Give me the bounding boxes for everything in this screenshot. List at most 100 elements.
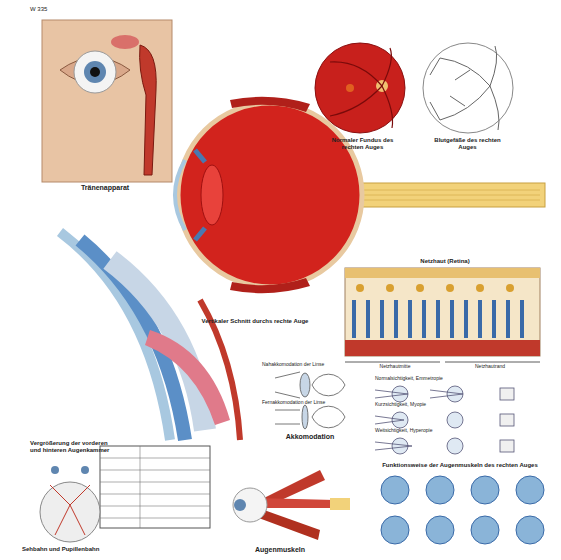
- eye-icon: [426, 476, 454, 504]
- eye-icon: [447, 438, 463, 454]
- rod: [520, 300, 524, 338]
- nerve-fibres: [360, 190, 540, 200]
- fundus: [315, 43, 405, 133]
- eye-icon: [471, 516, 499, 544]
- eye-muscle-bottom: [230, 278, 310, 293]
- optic-nerve: [330, 498, 350, 510]
- part-label: Sehbahn und Pupillenbahn: [22, 546, 132, 553]
- part-label: Tränenapparat: [60, 184, 150, 192]
- lacrimal-duct: [140, 45, 157, 175]
- vessel-outline: [423, 43, 513, 133]
- part-label: Kurzsichtigkeit, Myopie: [375, 402, 525, 408]
- nerve-fibre-layer: [345, 268, 540, 278]
- eye-icon: [516, 476, 544, 504]
- brain-outline: [40, 482, 100, 542]
- anterior-chamber: [60, 232, 240, 440]
- retina-layers: [345, 268, 540, 362]
- cell: [416, 284, 424, 292]
- eye-icon: [516, 516, 544, 544]
- rod: [394, 300, 398, 338]
- part-label: Normalsichtigkeit, Emmetropie: [375, 376, 525, 382]
- eye-icon: [381, 516, 409, 544]
- macula: [346, 84, 354, 92]
- rod: [506, 300, 510, 338]
- retina-block: [345, 268, 540, 356]
- symbol: [500, 388, 514, 400]
- eye-icon: [447, 412, 463, 428]
- part-label: Blutgefäße des rechten Auges: [425, 137, 510, 150]
- eye-outline: [312, 374, 345, 396]
- cell: [446, 284, 454, 292]
- rod: [436, 300, 440, 338]
- ciliary-body: [145, 330, 230, 425]
- rod: [478, 300, 482, 338]
- rod: [366, 300, 370, 338]
- choroid-layer: [345, 340, 540, 356]
- part-label: Vergrößerung der vorderen und hinteren A…: [30, 440, 115, 453]
- lens-far: [302, 405, 308, 429]
- part-label: Netzhautmitte: [355, 364, 435, 370]
- eye-small: [81, 466, 89, 474]
- lacrimal-gland: [111, 35, 139, 49]
- eye-muscle-top: [230, 97, 310, 112]
- rod: [352, 300, 356, 338]
- symbol: [500, 414, 514, 426]
- ray: [275, 372, 300, 398]
- rod: [492, 300, 496, 338]
- cell: [386, 284, 394, 292]
- part-label: Vertikaler Schnitt durchs rechte Auge: [200, 318, 310, 325]
- vessel-tree: [430, 46, 499, 130]
- eyelid: [60, 58, 130, 85]
- lacrimal-apparatus: [42, 20, 172, 182]
- iris: [84, 61, 106, 83]
- cornea: [175, 160, 185, 230]
- eye-icon: [471, 476, 499, 504]
- retinal-vessels: [330, 48, 393, 128]
- cell: [506, 284, 514, 292]
- eye-icon: [392, 412, 408, 428]
- eye-icon: [392, 438, 408, 454]
- part-label: Akkomodation: [270, 433, 350, 441]
- part-label: Funktionsweise der Augenmuskeln des rech…: [375, 462, 545, 469]
- optic-nerve: [355, 183, 545, 207]
- ganglion-cells: [356, 284, 514, 292]
- muscle-function: [381, 476, 544, 544]
- rod: [408, 300, 412, 338]
- ray: [275, 410, 300, 424]
- optic-tract: [50, 485, 90, 535]
- part-label: Weitsichtigkeit, Hyperopie: [375, 428, 525, 434]
- visual-pathway: [40, 446, 210, 542]
- eye-muscles: [233, 470, 350, 540]
- part-label: Netzhautrand: [450, 364, 530, 370]
- rod: [422, 300, 426, 338]
- lens: [201, 165, 223, 225]
- face-skin: [42, 20, 172, 182]
- eye-small: [51, 466, 59, 474]
- eye-icon: [381, 476, 409, 504]
- eyeball-section: [178, 103, 362, 287]
- refraction: [375, 386, 514, 454]
- cell: [476, 284, 484, 292]
- table-grid: [100, 446, 210, 528]
- lens-near: [300, 373, 310, 397]
- blood-vessels: [423, 43, 513, 133]
- part-label: Augenmuskeln: [235, 546, 325, 554]
- part-label: Netzhaut (Retina): [400, 258, 490, 265]
- cell: [356, 284, 364, 292]
- pupil: [90, 67, 100, 77]
- rod: [450, 300, 454, 338]
- table: [100, 446, 210, 528]
- eye-section: [175, 97, 545, 293]
- symbol: [500, 440, 514, 452]
- rod: [380, 300, 384, 338]
- ray: [375, 390, 463, 450]
- photoreceptors: [352, 300, 524, 338]
- eye-icon: [426, 516, 454, 544]
- part-label: Fernakkomodation der Linse: [262, 400, 347, 406]
- part-label: W 335: [30, 6, 70, 13]
- fundus-disc: [315, 43, 405, 133]
- eyeball: [74, 51, 116, 93]
